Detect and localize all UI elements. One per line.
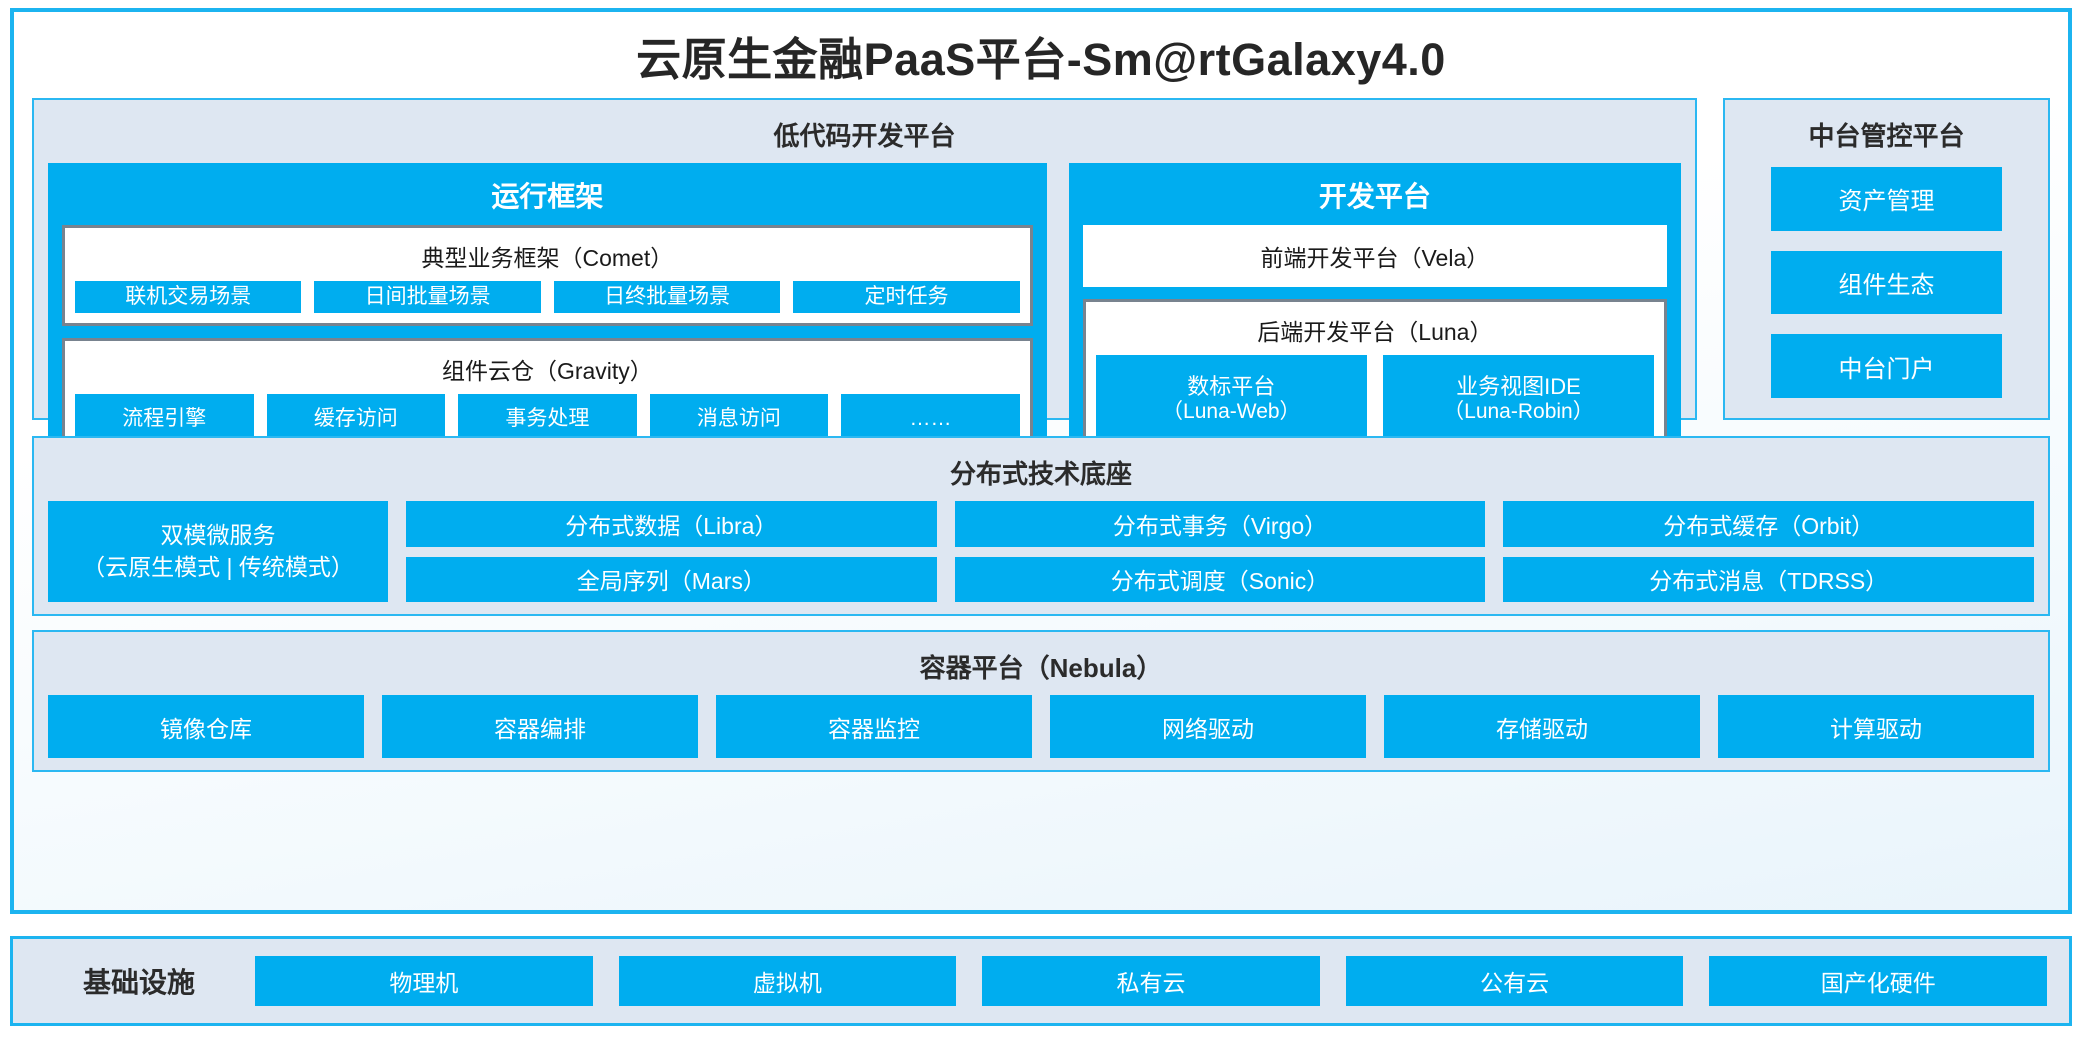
container-item-compute-driver[interactable]: 计算驱动 xyxy=(1718,695,2034,758)
comet-box: 典型业务框架（Comet） 联机交易场景 日间批量场景 日终批量场景 定时任务 xyxy=(62,225,1033,327)
dist-item-tdrss[interactable]: 分布式消息（TDRSS） xyxy=(1503,556,2035,602)
luna-robin-name: 业务视图IDE xyxy=(1456,374,1581,400)
comet-chip-row: 联机交易场景 日间批量场景 日终批量场景 定时任务 xyxy=(75,281,1020,314)
comet-item-intraday-batch[interactable]: 日间批量场景 xyxy=(314,281,541,314)
infra-item-private-cloud[interactable]: 私有云 xyxy=(982,956,1320,1006)
container-item-network-driver[interactable]: 网络驱动 xyxy=(1050,695,1366,758)
management-item-portal[interactable]: 中台门户 xyxy=(1771,334,2002,399)
management-platform-panel: 中台管控平台 资产管理 组件生态 中台门户 xyxy=(1723,98,2050,420)
dual-mode-line1: 双模微服务 xyxy=(160,522,276,549)
luna-chip-row: 数标平台 （Luna-Web） 业务视图IDE （Luna-Robin） xyxy=(1095,355,1655,444)
gravity-item-more[interactable]: …… xyxy=(841,394,1020,444)
upper-row: 低代码开发平台 运行框架 典型业务框架（Comet） 联机交易场景 日间批量场景 xyxy=(32,98,2050,471)
lowcode-platform-panel: 低代码开发平台 运行框架 典型业务框架（Comet） 联机交易场景 日间批量场景 xyxy=(32,98,1697,471)
comet-title: 典型业务框架（Comet） xyxy=(421,245,674,271)
distributed-tech-panel: 分布式技术底座 双模微服务 （云原生模式 | 传统模式） 分布式数据（Libra… xyxy=(32,436,2050,616)
dist-item-orbit[interactable]: 分布式缓存（Orbit） xyxy=(1503,501,2035,547)
gravity-item-transaction[interactable]: 事务处理 xyxy=(458,394,637,444)
luna-box: 后端开发平台（Luna） 数标平台 （Luna-Web） xyxy=(1082,299,1667,457)
vela-label: 前端开发平台（Vela） xyxy=(1260,245,1490,271)
infrastructure-label: 基础设施 xyxy=(83,967,196,998)
luna-item-luna-web[interactable]: 数标平台 （Luna-Web） xyxy=(1095,355,1367,444)
management-item-component-ecosystem[interactable]: 组件生态 xyxy=(1771,250,2002,315)
management-platform-title: 中台管控平台 xyxy=(1808,121,1965,151)
distributed-column-2: 分布式事务（Virgo） 分布式调度（Sonic） xyxy=(954,501,1486,602)
page-title: 云原生金融PaaS平台-Sm@rtGalaxy4.0 xyxy=(636,33,1446,85)
luna-item-luna-robin[interactable]: 业务视图IDE （Luna-Robin） xyxy=(1382,355,1655,444)
container-item-storage-driver[interactable]: 存储驱动 xyxy=(1384,695,1700,758)
infra-item-virtual-machine[interactable]: 虚拟机 xyxy=(618,956,957,1006)
distributed-column-3: 分布式缓存（Orbit） 分布式消息（TDRSS） xyxy=(1503,501,2035,602)
dual-mode-line2: （云原生模式 | 传统模式） xyxy=(82,553,354,580)
luna-robin-sub: （Luna-Robin） xyxy=(1443,399,1594,423)
infra-item-public-cloud[interactable]: 公有云 xyxy=(1345,956,1684,1006)
container-platform-title: 容器平台（Nebula） xyxy=(919,653,1163,683)
infra-item-domestic-hardware[interactable]: 国产化硬件 xyxy=(1709,956,2047,1006)
dist-item-virgo[interactable]: 分布式事务（Virgo） xyxy=(954,501,1486,547)
container-platform-panel: 容器平台（Nebula） 镜像仓库 容器编排 容器监控 网络驱动 存储驱动 计算… xyxy=(32,630,2050,772)
lowcode-platform-body: 运行框架 典型业务框架（Comet） 联机交易场景 日间批量场景 日终批量场景 … xyxy=(48,163,1681,471)
gravity-item-process-engine[interactable]: 流程引擎 xyxy=(75,394,254,444)
distributed-column-1: 分布式数据（Libra） 全局序列（Mars） xyxy=(406,501,937,602)
runtime-framework-title: 运行框架 xyxy=(491,181,604,212)
gravity-chip-row: 流程引擎 缓存访问 事务处理 消息访问 …… xyxy=(75,394,1020,444)
gravity-box: 组件云仓（Gravity） 流程引擎 缓存访问 事务处理 消息访问 …… xyxy=(62,338,1033,457)
container-item-monitoring[interactable]: 容器监控 xyxy=(716,695,1032,758)
dist-item-mars[interactable]: 全局序列（Mars） xyxy=(406,556,937,602)
comet-item-eod-batch[interactable]: 日终批量场景 xyxy=(553,281,781,314)
comet-item-online-trade[interactable]: 联机交易场景 xyxy=(75,281,302,314)
management-platform-list: 资产管理 组件生态 中台门户 xyxy=(1739,163,2034,404)
dual-mode-microservice-wrapper: 双模微服务 （云原生模式 | 传统模式） xyxy=(48,501,388,602)
dist-item-libra[interactable]: 分布式数据（Libra） xyxy=(406,501,937,547)
luna-web-sub: （Luna-Web） xyxy=(1162,399,1301,423)
luna-web-name: 数标平台 xyxy=(1187,374,1276,400)
container-platform-row: 镜像仓库 容器编排 容器监控 网络驱动 存储驱动 计算驱动 xyxy=(48,695,2034,758)
gravity-item-message-access[interactable]: 消息访问 xyxy=(649,394,829,444)
distributed-tech-title: 分布式技术底座 xyxy=(949,459,1132,489)
luna-title: 后端开发平台（Luna） xyxy=(1257,319,1493,345)
dual-mode-microservice-card[interactable]: 双模微服务 （云原生模式 | 传统模式） xyxy=(48,501,388,602)
development-platform-title: 开发平台 xyxy=(1318,181,1431,212)
distributed-tech-body: 双模微服务 （云原生模式 | 传统模式） 分布式数据（Libra） 全局序列（M… xyxy=(48,501,2035,602)
development-platform-stack: 前端开发平台（Vela） 后端开发平台（Luna） 数标平台 （Luna-Web… xyxy=(1082,225,1667,457)
infrastructure-bar: 基础设施 物理机 虚拟机 私有云 公有云 国产化硬件 xyxy=(10,936,2072,1026)
platform-outer-frame: 云原生金融PaaS平台-Sm@rtGalaxy4.0 低代码开发平台 运行框架 … xyxy=(10,8,2072,914)
vela-box[interactable]: 前端开发平台（Vela） xyxy=(1082,225,1667,287)
dist-item-sonic[interactable]: 分布式调度（Sonic） xyxy=(954,556,1486,602)
runtime-framework-card: 运行框架 典型业务框架（Comet） 联机交易场景 日间批量场景 日终批量场景 … xyxy=(48,163,1047,471)
container-item-image-registry[interactable]: 镜像仓库 xyxy=(48,695,364,758)
gravity-item-cache-access[interactable]: 缓存访问 xyxy=(266,394,446,444)
runtime-framework-stack: 典型业务框架（Comet） 联机交易场景 日间批量场景 日终批量场景 定时任务 … xyxy=(62,225,1033,457)
gravity-title: 组件云仓（Gravity） xyxy=(441,358,653,385)
lowcode-platform-title: 低代码开发平台 xyxy=(773,121,956,151)
development-platform-card: 开发平台 前端开发平台（Vela） 后端开发平台（Luna） xyxy=(1068,163,1681,471)
comet-item-scheduled-task[interactable]: 定时任务 xyxy=(793,281,1020,314)
management-item-asset[interactable]: 资产管理 xyxy=(1771,167,2002,231)
container-item-orchestration[interactable]: 容器编排 xyxy=(382,695,698,758)
infra-item-physical-machine[interactable]: 物理机 xyxy=(255,956,593,1006)
